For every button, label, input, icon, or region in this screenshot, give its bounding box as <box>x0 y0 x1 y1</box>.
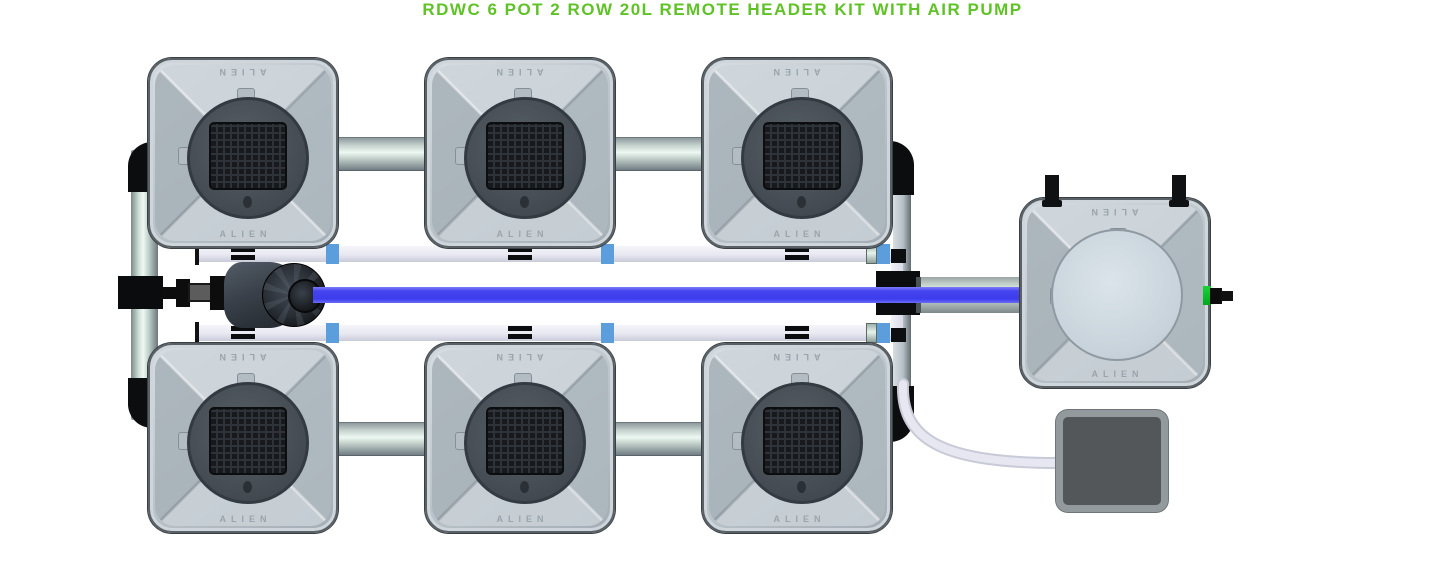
blue-sleeve <box>877 244 890 264</box>
row-pipe-bottom-1 <box>330 422 432 456</box>
level-indicator-fitting <box>1203 286 1211 305</box>
net-pot-mesh <box>209 122 287 190</box>
grow-pot-2: ALIEN ALIEN <box>425 58 615 248</box>
blue-sleeve <box>601 244 614 264</box>
pipe-clamp <box>785 255 809 260</box>
pot-brand-top: ALIEN <box>491 67 544 77</box>
header-tank-port <box>1169 175 1189 207</box>
row-pipe-top-2 <box>607 137 709 171</box>
page-title: RDWC 6 POT 2 ROW 20L REMOTE HEADER KIT W… <box>422 0 1023 19</box>
pipe-clamp <box>785 326 809 331</box>
row-pipe-bottom-2 <box>607 422 709 456</box>
pump-union-fitting <box>210 276 228 310</box>
pot-brand-bottom: ALIEN <box>773 514 826 524</box>
grow-pot-5: ALIEN ALIEN <box>425 343 615 533</box>
header-tank-lid <box>1051 229 1183 361</box>
pipe-clamp <box>508 255 532 260</box>
grow-pot-3: ALIEN ALIEN <box>702 58 892 248</box>
net-pot-mesh <box>486 122 564 190</box>
metal-sleeve-bottom <box>866 323 877 343</box>
tee-fitting-left <box>118 276 163 309</box>
pipe-clamp <box>785 334 809 339</box>
corner-fitting-top <box>891 249 906 263</box>
grow-pot-6: ALIEN ALIEN <box>702 343 892 533</box>
net-pot-mesh <box>763 122 841 190</box>
blue-sleeve <box>326 323 339 343</box>
pump-inlet-shaft <box>161 287 178 299</box>
pot-brand-bottom: ALIEN <box>496 514 549 524</box>
blue-sleeve <box>326 244 339 264</box>
pot-lid <box>187 97 309 219</box>
pipe-clamp <box>785 247 809 252</box>
tank-brand-top: ALIEN <box>1086 207 1139 217</box>
pot-lid <box>741 97 863 219</box>
pot-lid <box>464 382 586 504</box>
grow-pot-4: ALIEN ALIEN <box>148 343 338 533</box>
pipe-clamp <box>231 247 255 252</box>
pot-brand-top: ALIEN <box>491 352 544 362</box>
pot-brand-top: ALIEN <box>768 67 821 77</box>
row-pipe-top-1 <box>330 137 432 171</box>
lid-plug-hole <box>243 481 252 493</box>
pot-lid <box>464 97 586 219</box>
remote-header-tank: ALIEN ALIEN <box>1020 175 1233 388</box>
pot-brand-bottom: ALIEN <box>219 229 272 239</box>
lid-plug-hole <box>797 196 806 208</box>
lid-plug-hole <box>243 196 252 208</box>
net-pot-mesh <box>763 407 841 475</box>
pipe-clamp <box>231 326 255 331</box>
lid-plug-hole <box>520 196 529 208</box>
return-pipe-top <box>197 246 891 262</box>
pot-brand-top: ALIEN <box>214 67 267 77</box>
pot-lid <box>187 382 309 504</box>
lid-plug-hole <box>520 481 529 493</box>
pipe-clamp <box>231 255 255 260</box>
blue-sleeve <box>601 323 614 343</box>
corner-fitting-bottom <box>891 328 906 342</box>
side-outlet-stem <box>1221 291 1233 301</box>
return-pipe-bottom-endcap <box>195 322 199 344</box>
pot-brand-top: ALIEN <box>214 352 267 362</box>
header-tank-port <box>1042 175 1062 207</box>
pot-brand-bottom: ALIEN <box>496 229 549 239</box>
pot-brand-bottom: ALIEN <box>219 514 272 524</box>
lid-plug-hole <box>797 481 806 493</box>
return-pipe-bottom <box>197 325 891 341</box>
pipe-clamp <box>508 247 532 252</box>
net-pot-mesh <box>209 407 287 475</box>
net-pot-mesh <box>486 407 564 475</box>
pipe-clamp <box>508 326 532 331</box>
air-pump <box>1056 410 1168 512</box>
pipe-clamp <box>508 334 532 339</box>
tank-brand-bottom: ALIEN <box>1091 369 1144 379</box>
pot-lid <box>741 382 863 504</box>
return-pipe-top-endcap <box>195 243 199 265</box>
pipe-clamp <box>231 334 255 339</box>
side-outlet-fitting <box>1210 288 1222 304</box>
pump-union-fitting <box>176 279 190 307</box>
main-delivery-pipe <box>313 287 1024 303</box>
pot-brand-bottom: ALIEN <box>773 229 826 239</box>
grow-pot-1: ALIEN ALIEN <box>148 58 338 248</box>
blue-sleeve <box>877 323 890 343</box>
pot-brand-top: ALIEN <box>768 352 821 362</box>
